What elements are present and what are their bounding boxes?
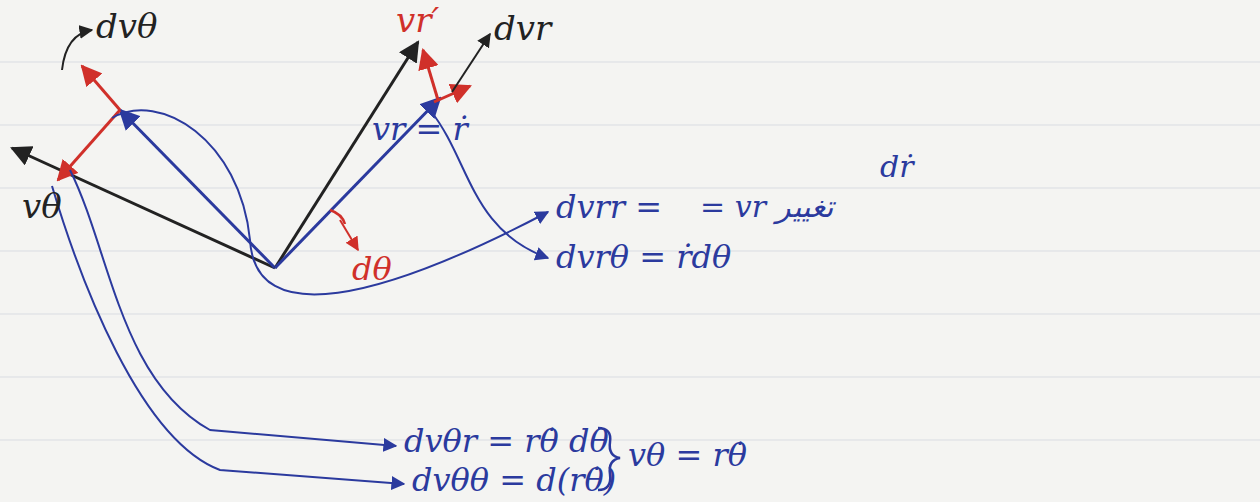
leader-line [112, 110, 548, 294]
vector-label: vr = ṙ [372, 112, 468, 147]
leader-line [340, 220, 358, 250]
dv-component [58, 110, 120, 180]
equation: dvrθ = ṙdθ [556, 240, 731, 275]
leader-line [62, 30, 92, 70]
velocity-vector [12, 148, 275, 268]
vector-label: vθ [22, 188, 62, 225]
leader-line [452, 34, 490, 92]
ruled-lines [0, 62, 1260, 440]
vector-label: dvr [494, 10, 551, 47]
leader-line [52, 186, 404, 484]
velocity-vector [275, 42, 418, 268]
dv-component [423, 50, 438, 100]
dv-component [82, 66, 120, 110]
dv-component [434, 86, 470, 102]
equation: dvθr = rθ̇ dθ [404, 424, 609, 459]
vector-label: vr′ [396, 2, 439, 39]
leader-line [70, 170, 396, 446]
equation: dvrr = [556, 190, 662, 225]
equation: dvθθ = d(rθ̇) [412, 463, 616, 498]
equation: dṙ [880, 150, 914, 183]
note: تغییر vr = [700, 190, 833, 223]
vector-label: dvθ [96, 8, 157, 45]
angle-label: dθ [352, 252, 392, 287]
angle-arc [330, 210, 345, 224]
equation: vθ = rθ̇ [628, 438, 747, 473]
